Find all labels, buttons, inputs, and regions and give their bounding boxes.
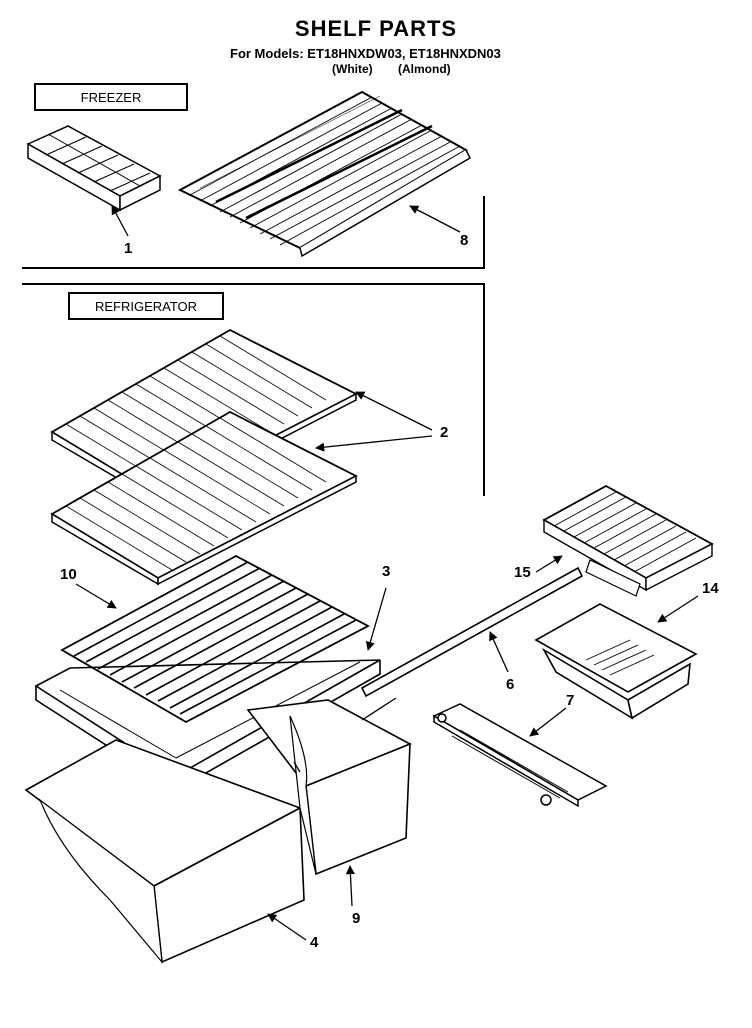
right-crisper-drawer — [246, 699, 412, 876]
meat-pan-rail — [432, 703, 608, 808]
callout-14: 14 — [702, 580, 719, 597]
crisper-cover-grille — [60, 554, 370, 724]
refrigerator-shelf-lower — [50, 410, 358, 586]
ice-cube-tray — [26, 125, 162, 212]
left-crisper-drawer — [24, 739, 305, 964]
callout-9: 9 — [352, 910, 361, 927]
callout-8: 8 — [460, 232, 469, 249]
meat-pan-cover — [542, 484, 714, 597]
refrigerator-label: REFRIGERATOR — [68, 292, 224, 320]
variant-almond: (Almond) — [398, 62, 451, 76]
callout-6: 6 — [506, 676, 515, 693]
slide-rail — [360, 566, 584, 698]
callout-10: 10 — [60, 566, 77, 583]
callout-2: 2 — [440, 424, 449, 441]
callout-1: 1 — [124, 240, 133, 257]
freezer-divider — [22, 196, 485, 269]
variant-white: (White) — [332, 62, 373, 76]
models-line: For Models: ET18HNXDW03, ET18HNXDN03 — [230, 46, 501, 61]
page-title: SHELF PARTS — [294, 16, 458, 41]
refrigerator-divider — [22, 283, 485, 496]
callout-15: 15 — [514, 564, 531, 581]
freezer-wire-shelf — [177, 90, 471, 258]
callout-4: 4 — [310, 934, 319, 951]
leader-lines — [75, 205, 699, 941]
freezer-label: FREEZER — [34, 83, 188, 111]
meat-pan — [534, 603, 698, 720]
callout-3: 3 — [382, 563, 391, 580]
callout-7: 7 — [566, 692, 575, 709]
